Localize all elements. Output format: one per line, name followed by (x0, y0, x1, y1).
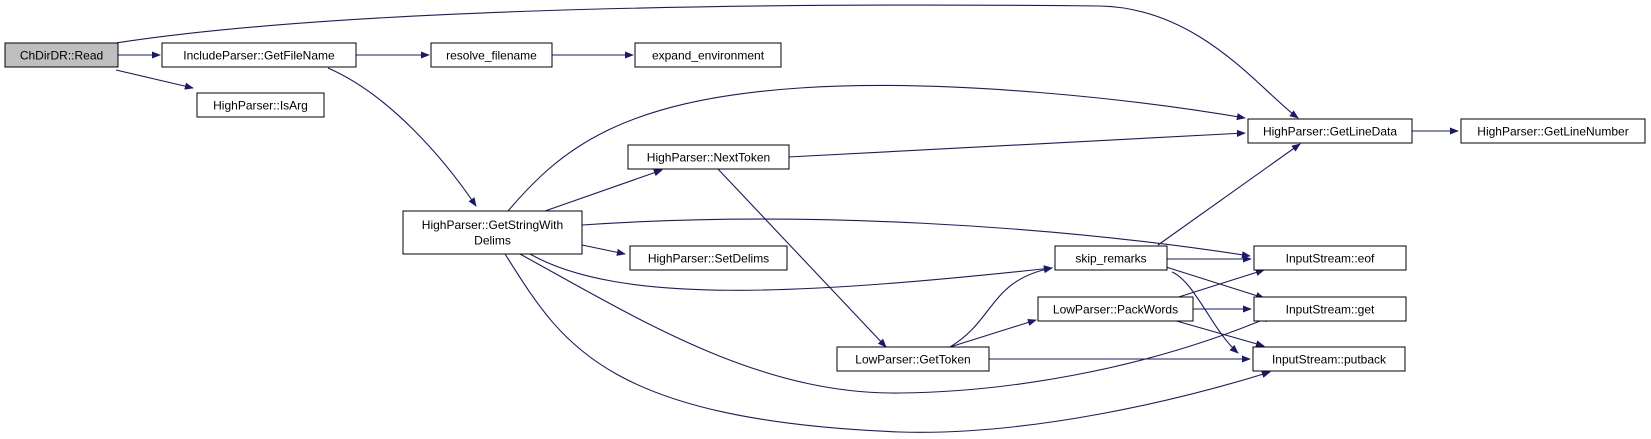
node-getlinedata-label: HighParser::GetLineData (1263, 125, 1397, 139)
node-setdelims-label: HighParser::SetDelims (648, 252, 769, 266)
node-eof-label: InputStream::eof (1286, 252, 1375, 266)
edge-gettoken-skip (949, 266, 1053, 348)
node-root-label: ChDirDR::Read (20, 49, 103, 63)
node-nexttoken[interactable]: HighParser::NextToken (627, 144, 790, 170)
node-highparser-isarg[interactable]: HighParser::IsArg (196, 92, 325, 118)
node-resolve-filename-label: resolve_filename (446, 49, 537, 63)
edge-getfilename-getstringwithdelims (327, 67, 477, 207)
node-get[interactable]: InputStream::get (1253, 296, 1407, 322)
edge-packwords-eof (1165, 269, 1265, 302)
edge-gswd-getlinedata (507, 84, 1246, 212)
node-getstringwithdelims-label2: Delims (474, 234, 511, 248)
edge-gettoken-packwords (949, 318, 1037, 348)
node-packwords[interactable]: LowParser::PackWords (1037, 296, 1194, 322)
node-resolve-filename[interactable]: resolve_filename (430, 42, 553, 68)
edge-skip-putback (1171, 271, 1239, 354)
edge-gswd-get (519, 253, 1273, 394)
node-include-getfilename[interactable]: IncludeParser::GetFileName (161, 42, 357, 68)
node-highparser-isarg-label: HighParser::IsArg (213, 99, 308, 113)
node-getstringwithdelims[interactable]: HighParser::GetStringWith Delims (402, 210, 583, 255)
node-gettoken-label: LowParser::GetToken (855, 353, 970, 367)
node-get-label: InputStream::get (1286, 303, 1375, 317)
node-getlinedata[interactable]: HighParser::GetLineData (1247, 118, 1413, 144)
node-packwords-label: LowParser::PackWords (1053, 303, 1178, 317)
node-putback-label: InputStream::putback (1272, 353, 1387, 367)
edge-gswd-nexttoken (544, 169, 663, 212)
node-gettoken[interactable]: LowParser::GetToken (836, 346, 990, 372)
node-setdelims[interactable]: HighParser::SetDelims (629, 245, 788, 271)
edge-packwords-putback (1165, 317, 1265, 348)
node-skip-remarks[interactable]: skip_remarks (1054, 245, 1168, 271)
node-nexttoken-label: HighParser::NextToken (647, 151, 770, 165)
node-include-getfilename-label: IncludeParser::GetFileName (183, 49, 335, 63)
edge-gswd-setdelims (581, 244, 626, 256)
edge-skip-getlinedata (1157, 143, 1301, 246)
edges (115, 4, 1459, 433)
node-expand-environment-label: expand_environment (652, 49, 765, 63)
edge-nexttoken-getlinedata (787, 129, 1246, 158)
node-getlinenumber[interactable]: HighParser::GetLineNumber (1460, 118, 1646, 144)
edge-read-isarg (115, 69, 194, 90)
edge-skip-get (1165, 266, 1265, 299)
edge-gswd-eof (581, 218, 1251, 259)
node-expand-environment[interactable]: expand_environment (634, 42, 782, 68)
node-putback[interactable]: InputStream::putback (1252, 346, 1406, 372)
edge-gswd-putback (504, 253, 1271, 433)
node-getstringwithdelims-label: HighParser::GetStringWith (422, 218, 563, 232)
edge-nexttoken-gettoken (716, 167, 887, 348)
edge-gswd-skip (529, 253, 1053, 291)
node-skip-remarks-label: skip_remarks (1075, 252, 1146, 266)
edge-read-getlinedata (115, 4, 1299, 119)
node-getlinenumber-label: HighParser::GetLineNumber (1477, 125, 1628, 139)
node-eof[interactable]: InputStream::eof (1253, 245, 1407, 271)
node-root[interactable]: ChDirDR::Read (4, 42, 119, 68)
